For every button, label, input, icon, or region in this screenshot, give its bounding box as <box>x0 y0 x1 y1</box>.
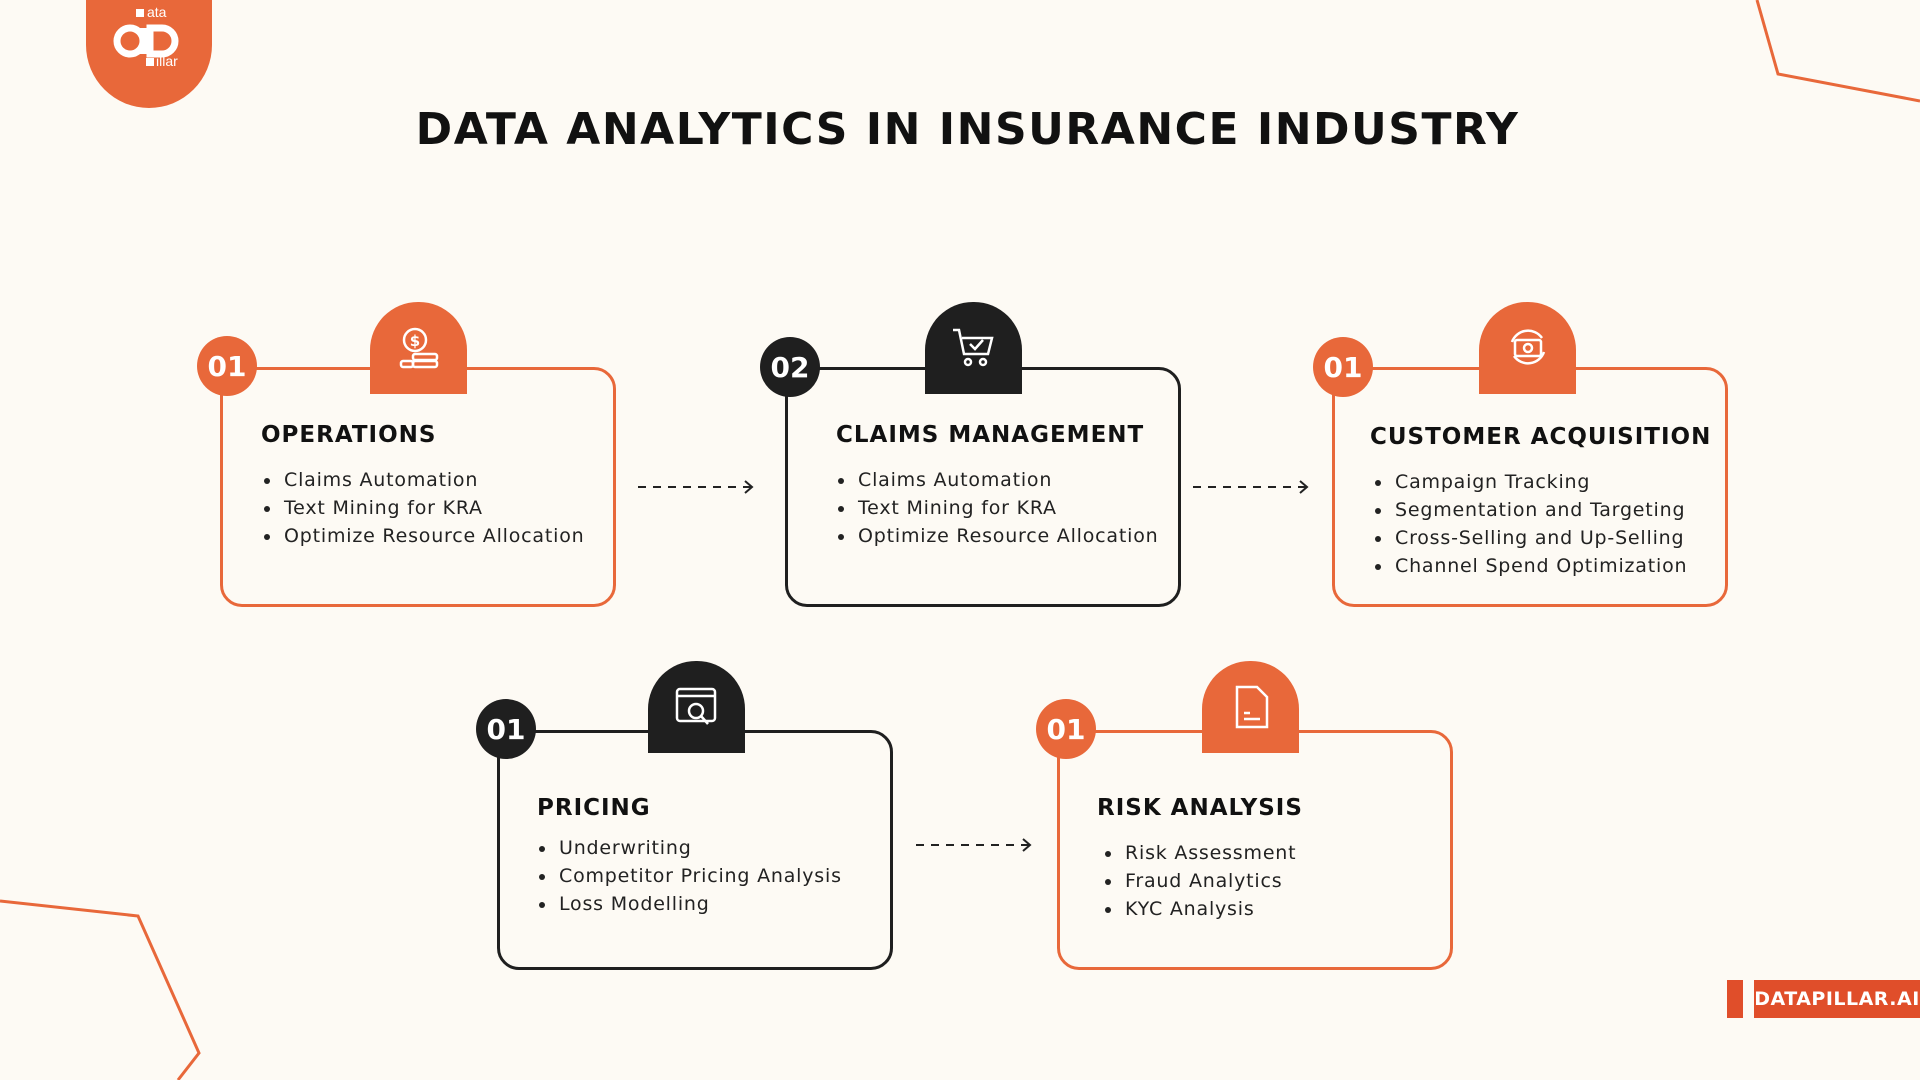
browser-search-icon <box>648 661 745 753</box>
step-number: 01 <box>1036 699 1096 759</box>
step-number: 01 <box>1313 337 1373 397</box>
list-item: Claims Automation <box>836 466 1165 494</box>
step-number: 02 <box>760 337 820 397</box>
list-item: Cross-Selling and Up-Selling <box>1373 524 1712 552</box>
list-item: Loss Modelling <box>537 890 877 918</box>
list-item: Segmentation and Targeting <box>1373 496 1712 524</box>
card-heading: CLAIMS MANAGEMENT <box>836 422 1145 448</box>
badge-bar <box>1727 980 1743 1018</box>
connector-line <box>1066 730 1202 733</box>
list-item: Claims Automation <box>262 466 600 494</box>
step-number: 01 <box>476 699 536 759</box>
list-item: KYC Analysis <box>1103 895 1437 923</box>
list-item: Optimize Resource Allocation <box>262 522 600 550</box>
list-item: Text Mining for KRA <box>262 494 600 522</box>
datapillar-badge[interactable]: DATAPILLAR.AI <box>1754 980 1920 1018</box>
card-heading: RISK ANALYSIS <box>1097 795 1303 821</box>
list-item: Optimize Resource Allocation <box>836 522 1165 550</box>
card-heading: OPERATIONS <box>261 422 437 448</box>
page-title: DATA ANALYTICS IN INSURANCE INDUSTRY <box>415 104 1520 155</box>
list-item: Channel Spend Optimization <box>1373 552 1712 580</box>
list-item: Text Mining for KRA <box>836 494 1165 522</box>
svg-text:ata: ata <box>147 4 167 20</box>
flow-arrow <box>916 838 1032 852</box>
card-heading: CUSTOMER ACQUISITION <box>1370 424 1712 450</box>
list-item: Campaign Tracking <box>1373 468 1712 496</box>
flow-arrow <box>638 480 754 494</box>
money-coins-icon: $ <box>370 302 467 394</box>
connector-line <box>506 730 648 733</box>
svg-text:illar: illar <box>156 53 178 69</box>
logo: ata illar <box>86 0 212 108</box>
list-item: Fraud Analytics <box>1103 867 1437 895</box>
list-item: Underwriting <box>537 834 877 862</box>
document-icon <box>1202 661 1299 753</box>
cash-cycle-icon <box>1479 302 1576 394</box>
card-heading: PRICING <box>537 795 651 821</box>
connector-line <box>1343 367 1479 370</box>
flow-arrow <box>1193 480 1309 494</box>
list-item: Competitor Pricing Analysis <box>537 862 877 890</box>
connector-line <box>790 367 925 370</box>
shopping-cart-icon <box>925 302 1022 394</box>
step-number: 01 <box>197 336 257 396</box>
connector-line <box>227 367 370 370</box>
svg-text:$: $ <box>409 332 419 350</box>
list-item: Risk Assessment <box>1103 839 1437 867</box>
